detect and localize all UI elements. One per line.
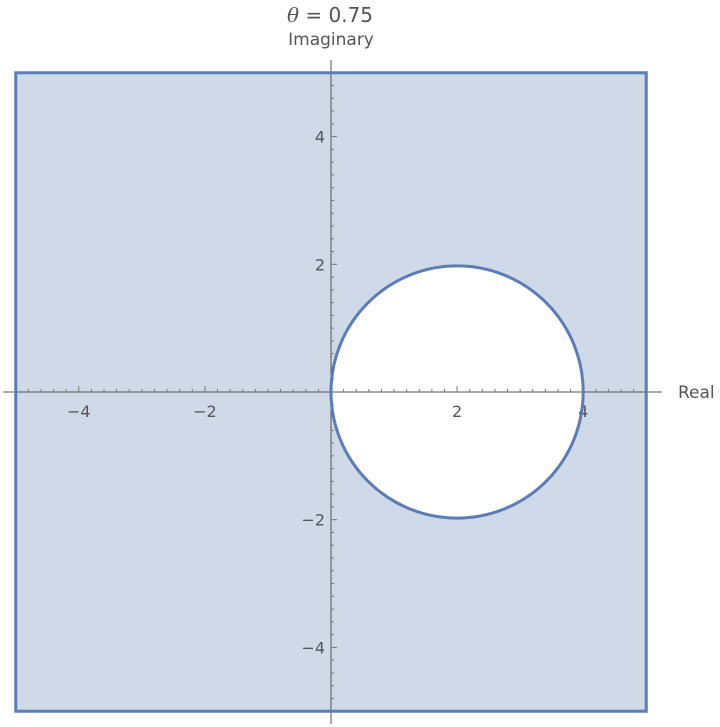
x-tick-label: −2	[193, 402, 217, 421]
x-tick-label: 2	[452, 402, 462, 421]
title-value: = 0.75	[299, 3, 373, 27]
title-variable: θ	[287, 3, 299, 27]
y-tick-label: −4	[301, 638, 325, 657]
y-tick-label: 2	[315, 255, 325, 274]
y-tick-label: −2	[301, 511, 325, 530]
chart-title: θ = 0.75	[287, 3, 373, 27]
region-border	[14, 71, 648, 713]
x-tick-label: −4	[67, 402, 91, 421]
y-axis-label: Imaginary	[288, 30, 374, 50]
x-axis-label: Real	[678, 383, 715, 403]
y-tick-label: 4	[315, 128, 325, 147]
excluded-disk-boundary	[329, 264, 585, 520]
